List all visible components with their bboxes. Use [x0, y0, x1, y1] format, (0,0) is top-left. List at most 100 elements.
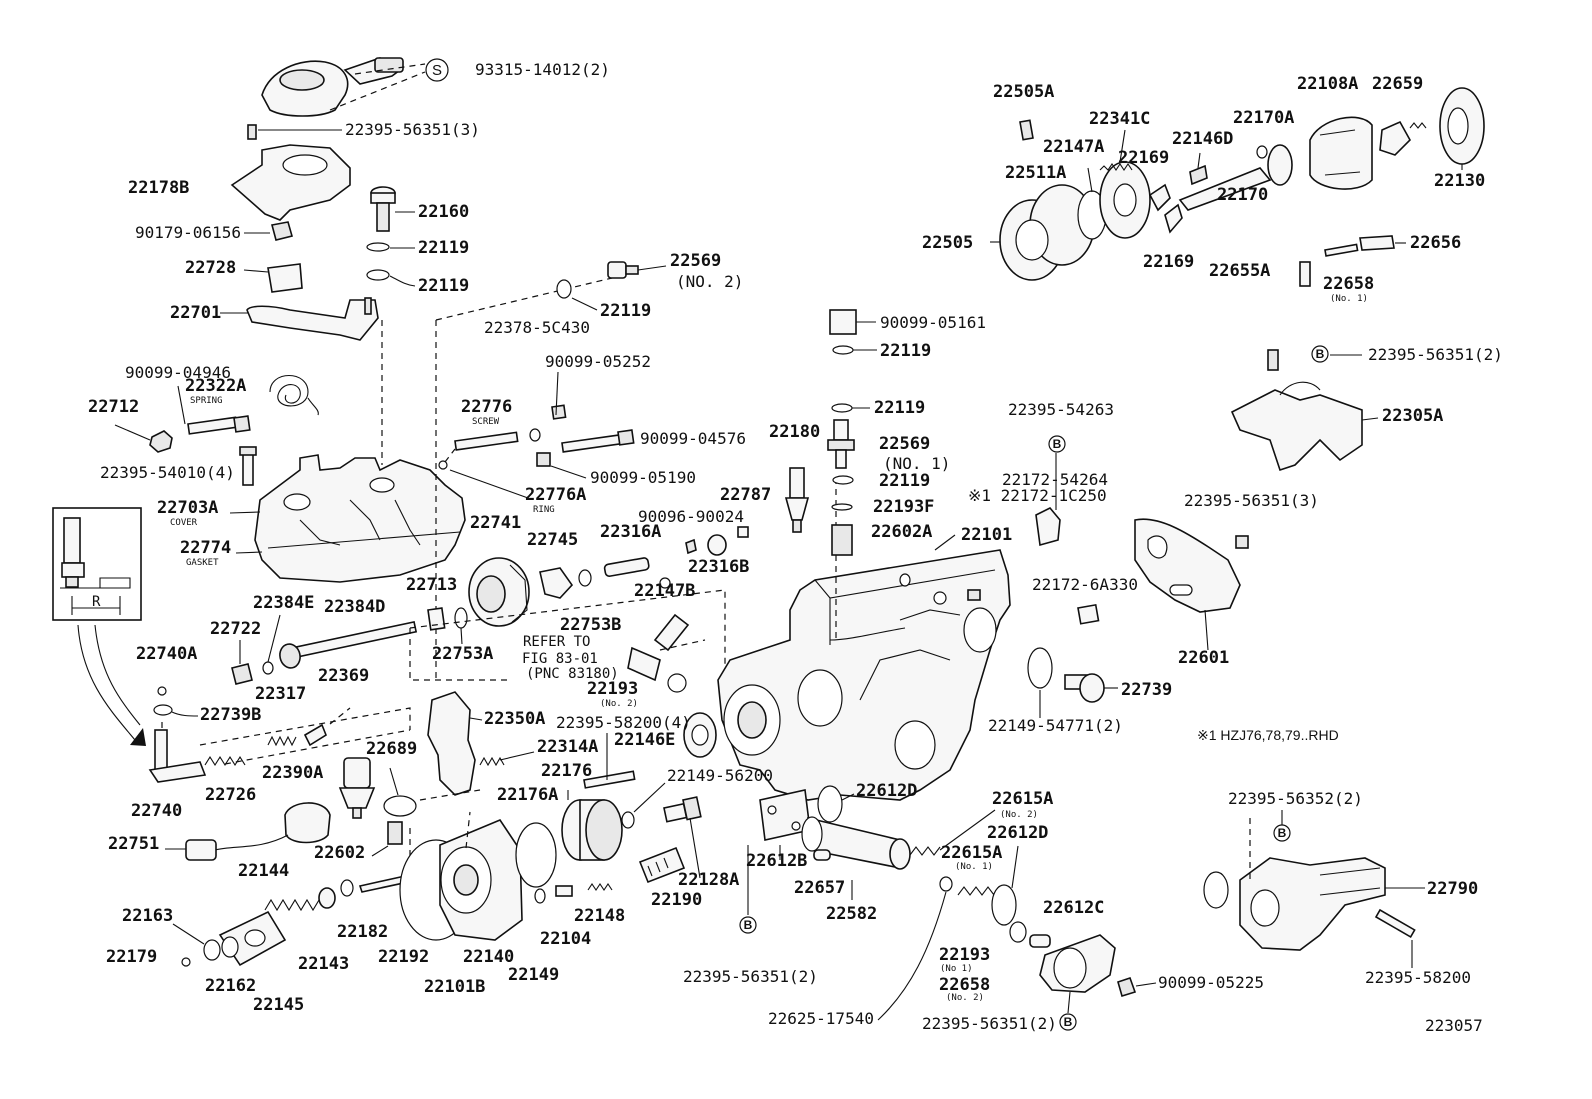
nut-part [1117, 976, 1137, 998]
part-label-no2a: (NO. 2) [676, 272, 743, 291]
callout-s-marker: S [425, 58, 449, 82]
part-label-22658-2: 22658 [939, 975, 990, 995]
part-label-22582: 22582 [826, 904, 877, 924]
part-label-22172-1C250: ※1 22172-1C250 [968, 486, 1107, 505]
part-label-90099-05161: 90099-05161 [880, 313, 986, 332]
part-label-22314A: 22314A [537, 737, 598, 757]
part-label-22713: 22713 [406, 575, 457, 595]
part-label-22119e: 22119 [874, 398, 925, 418]
sub-label-no1b: (No. 1) [1330, 294, 1368, 304]
fitting-22190-part [638, 846, 686, 884]
part-label-22689: 22689 [366, 739, 417, 759]
part-label-22790: 22790 [1427, 879, 1478, 899]
part-label-22751: 22751 [108, 834, 159, 854]
piston-22658-no2-part [1029, 934, 1051, 948]
sub-label-no2d: (No. 2) [946, 993, 984, 1003]
part-label-22147B: 22147B [634, 581, 695, 601]
part-label-22305A: 22305A [1382, 406, 1443, 426]
part-label-22160: 22160 [418, 202, 469, 222]
callout-circle [425, 58, 449, 82]
nut-22712-part [149, 430, 173, 453]
gear-22741-part [468, 557, 530, 627]
inset-arrow [77, 624, 136, 741]
bolt-22160-part [366, 186, 416, 287]
part-label-22169a: 22169 [1118, 148, 1169, 168]
part-label-22395-56351-2a: 22395-56351(2) [683, 967, 818, 986]
part-label-90099-04946: 90099-04946 [125, 363, 231, 382]
pin-22655a-part [1299, 261, 1311, 287]
part-label-22601: 22601 [1178, 648, 1229, 668]
gear-22341c-part [1099, 161, 1151, 239]
part-label-22395-54010: 22395-54010(4) [100, 463, 235, 482]
part-label-22658-1: 22658 [1323, 274, 1374, 294]
nut-part [271, 221, 293, 241]
part-label-22130: 22130 [1434, 171, 1485, 191]
washer-part [529, 428, 541, 442]
part-label-22395-58200-4: 22395-58200(4) [556, 713, 691, 732]
part-label-22178B: 22178B [128, 178, 189, 198]
part-label-22722: 22722 [210, 619, 261, 639]
part-label-22395-56351-2b: 22395-56351(2) [1368, 345, 1503, 364]
part-label-22145: 22145 [253, 995, 304, 1015]
part-label-93315: 93315-14012(2) [475, 60, 610, 79]
part-label-refer3: (PNC 83180) [526, 666, 619, 682]
part-label-22703A: 22703A [157, 498, 218, 518]
inset-detail: R [52, 507, 142, 621]
sub-label-ring: RING [533, 505, 555, 515]
part-label-22395-56352: 22395-56352(2) [1228, 789, 1363, 808]
callout-b-marker: B [1048, 435, 1066, 453]
part-label-note1: ※1 HZJ76,78,79..RHD [1197, 727, 1339, 743]
part-label-22787: 22787 [720, 485, 771, 505]
plug-22739-part [1064, 673, 1105, 703]
bracket-22172-part [1035, 507, 1061, 547]
part-label-22395-56351-2c: 22395-56351(2) [922, 1014, 1057, 1033]
bolt-part [1374, 908, 1416, 939]
part-label-22602A: 22602A [871, 522, 932, 542]
part-label-90099-05252: 90099-05252 [545, 352, 651, 371]
part-label-22146E: 22146E [614, 730, 675, 750]
part-label-22659: 22659 [1372, 74, 1423, 94]
part-label-22162: 22162 [205, 976, 256, 996]
part-label-22193F: 22193F [873, 497, 934, 517]
shaft-22316a-part [603, 526, 749, 589]
nut-90099-05161-part [829, 309, 857, 335]
part-label-22741: 22741 [470, 513, 521, 533]
pipe-22180-part [784, 467, 810, 533]
rotor-22176-part [561, 799, 623, 861]
part-label-22193-1: 22193 [939, 945, 990, 965]
plunger-22740-part [148, 729, 207, 783]
part-label-22190: 22190 [651, 890, 702, 910]
end-plate-22140-part [439, 811, 523, 941]
callout-letter: B [1053, 437, 1062, 451]
part-label-22511A: 22511A [1005, 163, 1066, 183]
solenoid-connector-part [261, 57, 426, 117]
plate-22601-part [1134, 518, 1241, 613]
part-label-22569-2: 22569 [670, 251, 721, 271]
part-label-22740: 22740 [131, 801, 182, 821]
spring-22322a-part [269, 374, 309, 407]
part-label-22505A: 22505A [993, 82, 1054, 102]
part-label-22753A: 22753A [432, 644, 493, 664]
part-label-22172-54264: 22172-54264 [1002, 470, 1108, 489]
plate-22728-part [267, 263, 303, 293]
sub-label-no1d: (No 1) [940, 964, 973, 974]
part-label-22726: 22726 [205, 785, 256, 805]
sub-label-no1c: (No. 1) [955, 862, 993, 872]
callout-circle [1059, 1013, 1077, 1031]
valve-22569-no1-part [827, 419, 855, 469]
part-label-22119a: 22119 [418, 238, 469, 258]
callout-b-marker: B [1273, 824, 1291, 842]
part-drawings: R [52, 57, 1485, 1021]
part-label-22119f: 22119 [879, 471, 930, 491]
part-label-90096: 90096-90024 [638, 507, 744, 526]
part-label-22176: 22176 [541, 761, 592, 781]
callout-letter: B [1316, 347, 1325, 361]
sub-label-spring: SPRING [190, 396, 223, 406]
part-label-22728: 22728 [185, 258, 236, 278]
callout-circle [1273, 824, 1291, 842]
part-label-22776A: 22776A [525, 485, 586, 505]
callout-b-marker: B [1311, 345, 1329, 363]
part-label-22745: 22745 [527, 530, 578, 550]
spring-22615a-no2-part [909, 846, 941, 856]
pump-housing-22101-part [717, 549, 1011, 801]
